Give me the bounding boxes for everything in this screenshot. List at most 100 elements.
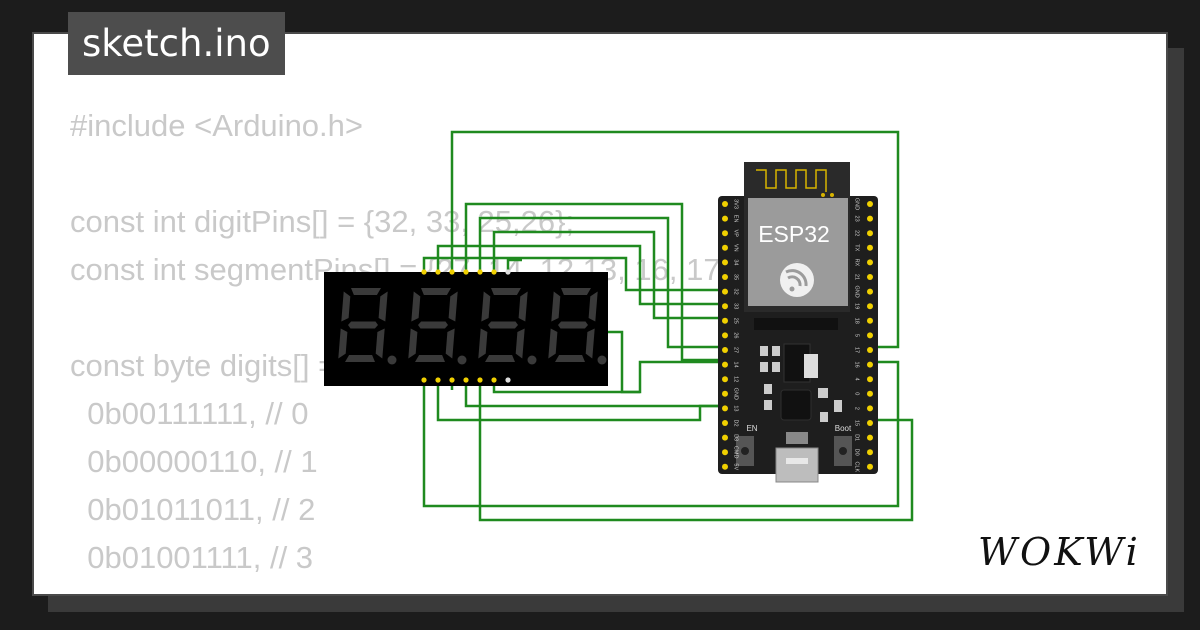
regulator-tab: [804, 354, 818, 378]
pin-label-right: 22: [854, 230, 860, 236]
pin-label-left: 14: [733, 362, 739, 368]
pin-right: [867, 405, 873, 412]
display-pin-top: [463, 269, 469, 275]
code-line: 0b01011011, // 2: [70, 492, 316, 527]
antenna-pad: [821, 193, 825, 197]
pin-left: [722, 332, 728, 339]
pin-label-right: D1: [854, 434, 860, 441]
wire: [450, 130, 900, 349]
wire: [436, 244, 725, 306]
pin-label-left: VN: [733, 244, 739, 252]
pin-label-left: 35: [733, 274, 739, 280]
pin-label-left: 13: [733, 405, 739, 411]
wokwi-logo: WOKWi: [978, 530, 1141, 574]
smd-component: [760, 362, 768, 372]
wires: [422, 130, 914, 522]
pin-label-right: 19: [854, 303, 860, 309]
wire: [436, 380, 725, 422]
segment: [348, 321, 378, 329]
smd-component: [772, 362, 780, 372]
esp32-label: ESP32: [758, 221, 830, 247]
pin-right: [867, 244, 873, 251]
code-line: #include <Arduino.h>: [70, 108, 364, 143]
decimal-point: [597, 355, 607, 365]
espressif-logo-icon: [780, 263, 814, 297]
pin-label-left: GND: [733, 388, 739, 400]
segment: [481, 291, 491, 322]
pin-right: [867, 317, 873, 324]
pin-label-right: 4: [854, 378, 860, 381]
segment: [488, 321, 518, 329]
pin-label-left: 3V3: [733, 199, 739, 209]
segment: [415, 355, 445, 362]
smd-component: [760, 346, 768, 356]
segment: [491, 288, 521, 295]
pin-label-right: 18: [854, 318, 860, 324]
pin-right: [867, 361, 873, 368]
wire: [422, 360, 900, 508]
pin-label-right: D0: [854, 449, 860, 456]
pin-label-right: RX: [854, 259, 860, 267]
display-pin-bottom: [463, 377, 469, 383]
segment: [551, 291, 561, 322]
pin-left: [722, 420, 728, 426]
segment: [421, 288, 451, 295]
code-line: 0b01001111, // 3: [70, 540, 314, 575]
pin-label-left: 26: [733, 332, 739, 338]
segment: [561, 288, 591, 295]
code-line: 0b01100110, // 4: [70, 582, 774, 594]
pin-left: [722, 405, 728, 412]
pin-label-right: 2: [854, 407, 860, 410]
code-line: const int digitPins[] = {32, 33, 25,26};: [70, 204, 575, 239]
pin-label-right: 15: [854, 420, 860, 426]
code-line: 0b00111111, // 0: [70, 396, 309, 431]
smd-component: [818, 388, 828, 398]
pin-right: [867, 303, 873, 310]
display-pin-bottom: [491, 377, 497, 383]
pin-left: [722, 317, 728, 324]
pin-left: [722, 347, 728, 353]
file-title-tab: sketch.ino: [68, 12, 285, 75]
seven-segment-display: [324, 269, 608, 386]
smd-component: [820, 412, 828, 422]
segment: [418, 321, 448, 329]
pin-left: [722, 201, 728, 207]
pin-right: [867, 259, 873, 266]
display-pin-bottom: [505, 377, 511, 383]
pin-left: [722, 434, 728, 441]
pin-label-left: D2: [733, 419, 739, 426]
pin-right: [867, 376, 873, 383]
segment: [338, 328, 348, 359]
pin-label-left: 25: [733, 318, 739, 324]
smd-component: [764, 400, 772, 410]
display-pin-top: [421, 269, 427, 275]
pin-label-left: CMD: [733, 446, 739, 459]
decimal-point: [527, 355, 537, 365]
pin-right: [867, 463, 873, 470]
segment: [588, 291, 598, 322]
usb-connector: [775, 447, 819, 483]
pin-label-left: 32: [733, 289, 739, 295]
segment: [375, 328, 385, 359]
pin-label-right: 16: [854, 362, 860, 368]
display-digits: [338, 288, 607, 365]
display-pin-bottom: [449, 377, 455, 383]
wire: [422, 256, 725, 292]
code-line: 0b00000110, // 1: [70, 444, 318, 479]
pin-label-left: 27: [733, 347, 739, 353]
pin-left: [722, 274, 728, 280]
pin-label-left: EN: [733, 215, 739, 223]
antenna-trace: [756, 169, 827, 192]
usb-chip: [780, 389, 812, 421]
segment: [345, 355, 375, 362]
display-pin-top: [505, 269, 511, 275]
decimal-point: [457, 355, 467, 365]
display-pin-bottom: [435, 377, 441, 383]
segment: [478, 328, 488, 359]
pin-right: [867, 274, 873, 280]
pin-right: [867, 434, 873, 441]
pin-right: [867, 347, 873, 353]
usb-solder: [786, 432, 808, 444]
pin-label-left: 12: [733, 376, 739, 382]
